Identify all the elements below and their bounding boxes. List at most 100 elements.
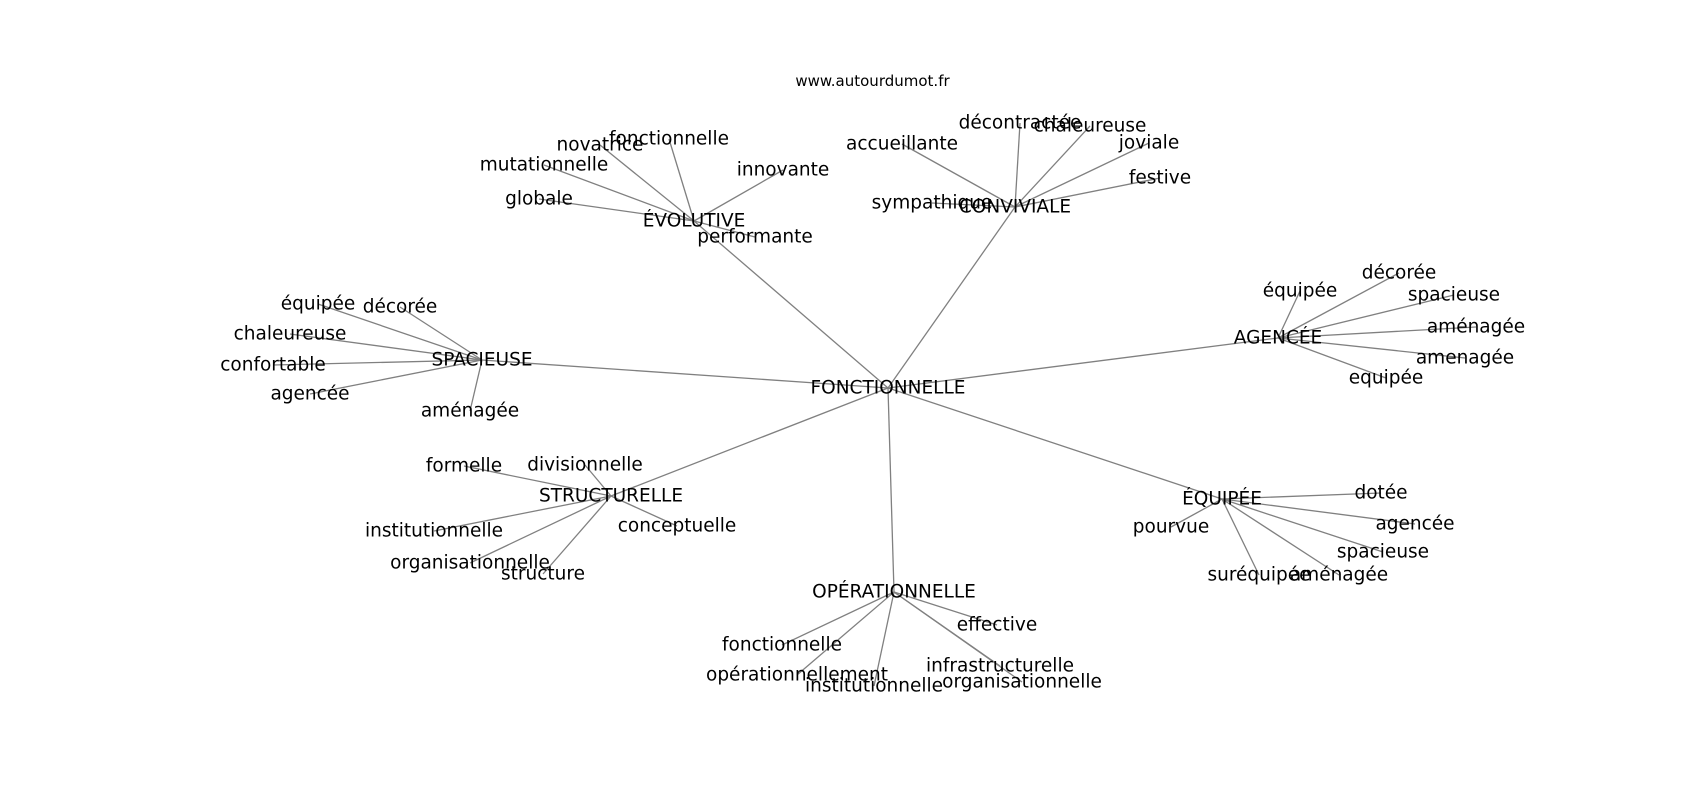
leaf-node-label: globale: [505, 189, 573, 210]
leaf-node-label: équipée: [281, 294, 356, 315]
leaf-node-label: structure: [501, 564, 585, 585]
cluster-to-leaf-edge: [1221, 498, 1260, 576]
cluster-to-leaf-edge: [1277, 272, 1400, 339]
cluster-to-leaf-edge: [668, 138, 695, 222]
leaf-node-label: spacieuse: [1408, 285, 1500, 306]
center-to-cluster-edge: [610, 387, 889, 497]
cluster-to-leaf-edge: [873, 591, 895, 687]
leaf-node-label: pourvue: [1133, 517, 1209, 538]
cluster-node-label: SPACIEUSE: [431, 350, 532, 371]
cluster-node-label: AGENCÉE: [1234, 327, 1323, 349]
cluster-to-leaf-edge: [1221, 492, 1382, 500]
cluster-to-leaf-edge: [1277, 337, 1466, 359]
cluster-to-leaf-edge: [901, 143, 1016, 208]
leaf-node-label: joviale: [1118, 133, 1179, 154]
cluster-to-leaf-edge: [1277, 290, 1301, 339]
center-to-cluster-edge: [887, 387, 895, 593]
cluster-node-label: STRUCTURELLE: [539, 486, 683, 507]
leaf-node-label: chaleureuse: [234, 324, 347, 345]
cluster-to-leaf-edge: [542, 495, 612, 575]
cluster-to-leaf-edge: [796, 591, 895, 676]
cluster-to-leaf-edge: [1014, 125, 1091, 208]
cluster-to-leaf-edge: [1014, 122, 1021, 208]
leaf-node-label: confortable: [220, 355, 326, 376]
leaf-node-label: spacieuse: [1337, 542, 1429, 563]
leaf-node-label: décontractée: [959, 113, 1082, 134]
leaf-node-label: aménagée: [421, 401, 519, 422]
cluster-to-leaf-edge: [893, 591, 1023, 683]
cluster-to-leaf-edge: [584, 464, 612, 497]
leaf-node-label: conceptuelle: [618, 516, 737, 537]
leaf-node-label: opérationnellement: [706, 665, 888, 686]
cluster-to-leaf-edge: [1277, 326, 1477, 339]
cluster-to-leaf-edge: [610, 495, 678, 527]
cluster-node-label: ÉQUIPÉE: [1182, 488, 1262, 510]
leaf-node-label: fonctionnelle: [609, 129, 729, 150]
leaf-node-label: performante: [697, 227, 813, 248]
leaf-node-label: divisionnelle: [527, 455, 643, 476]
cluster-to-leaf-edge: [463, 465, 612, 497]
leaf-node-label: agencée: [270, 384, 349, 405]
leaf-node-label: effective: [957, 615, 1037, 636]
cluster-to-leaf-edge: [469, 495, 612, 564]
center-node-label: FONCTIONNELLE: [811, 378, 966, 399]
cluster-to-leaf-edge: [317, 303, 483, 361]
center-to-cluster-edge: [481, 359, 889, 389]
cluster-to-leaf-edge: [272, 359, 483, 366]
leaf-node-label: institutionnelle: [365, 521, 503, 542]
cluster-to-leaf-edge: [469, 359, 483, 412]
cluster-to-leaf-edge: [1014, 177, 1161, 208]
leaf-node-label: suréquipée: [1207, 565, 1310, 586]
cluster-node-label: OPÉRATIONNELLE: [812, 581, 976, 603]
cluster-to-leaf-edge: [693, 220, 756, 238]
leaf-node-label: agencée: [1375, 514, 1454, 535]
leaf-node-label: chaleureuse: [1034, 116, 1147, 137]
cluster-to-leaf-edge: [1221, 498, 1416, 525]
leaf-node-label: aménagée: [1290, 565, 1388, 586]
leaf-node-label: organisationnelle: [942, 672, 1102, 693]
leaf-node-label: amenagée: [1416, 348, 1514, 369]
leaf-node-label: fonctionnelle: [722, 635, 842, 656]
leaf-node-label: organisationnelle: [390, 553, 550, 574]
leaf-node-label: décorée: [1362, 263, 1437, 284]
leaf-node-label: innovante: [737, 160, 830, 181]
center-to-cluster-edge: [887, 206, 1016, 389]
cluster-to-leaf-edge: [1277, 337, 1387, 379]
center-to-cluster-edge: [693, 220, 889, 389]
cluster-node-label: ÉVOLUTIVE: [643, 210, 746, 232]
leaf-node-label: equipée: [1349, 368, 1424, 389]
leaf-node-label: sympathique: [872, 193, 993, 214]
leaf-node-label: aménagée: [1427, 317, 1525, 338]
cluster-to-leaf-edge: [289, 333, 483, 361]
cluster-to-leaf-edge: [693, 169, 784, 222]
cluster-to-leaf-edge: [599, 144, 695, 222]
cluster-to-leaf-edge: [893, 591, 998, 626]
cluster-to-leaf-edge: [931, 202, 1016, 208]
leaf-node-label: décorée: [363, 297, 438, 318]
cluster-to-leaf-edge: [433, 495, 612, 532]
leaf-node-label: accueillante: [846, 134, 958, 155]
leaf-node-label: novatrice: [557, 135, 644, 156]
leaf-node-label: institutionnelle: [805, 676, 943, 697]
cluster-to-leaf-edge: [781, 591, 895, 646]
leaf-node-label: mutationnelle: [480, 155, 609, 176]
cluster-to-leaf-edge: [543, 164, 695, 222]
center-to-cluster-edge: [887, 337, 1279, 389]
leaf-node-label: festive: [1129, 168, 1191, 189]
leaf-node-label: dotée: [1354, 483, 1407, 504]
cluster-to-leaf-edge: [399, 306, 483, 361]
source-watermark: www.autourdumot.fr: [795, 72, 950, 90]
leaf-node-label: infrastructurelle: [926, 656, 1074, 677]
cluster-to-leaf-edge: [1014, 142, 1150, 208]
cluster-to-leaf-edge: [1221, 498, 1340, 576]
edge-layer: [272, 122, 1477, 687]
cluster-to-leaf-edge: [1221, 498, 1384, 553]
cluster-to-leaf-edge: [1170, 498, 1223, 528]
cluster-to-leaf-edge: [309, 359, 483, 395]
label-layer: FONCTIONNELLEÉVOLUTIVEfonctionnellenovat…: [220, 113, 1525, 697]
center-to-cluster-edge: [887, 387, 1223, 500]
leaf-node-label: formelle: [426, 456, 502, 477]
cluster-to-leaf-edge: [538, 198, 695, 222]
cluster-to-leaf-edge: [1277, 294, 1455, 339]
